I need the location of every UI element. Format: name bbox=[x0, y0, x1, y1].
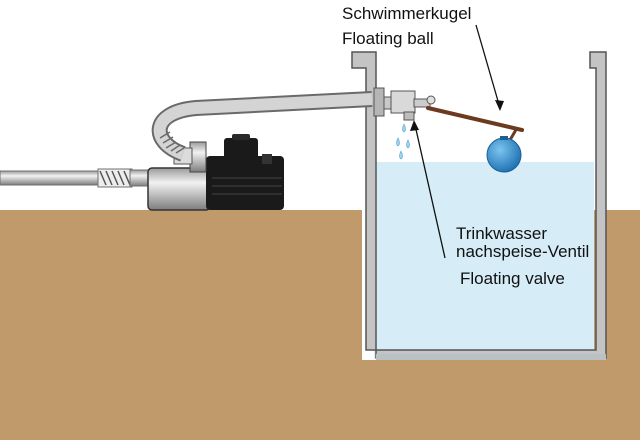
float-ball-label-de: Schwimmerkugel bbox=[342, 4, 471, 23]
valve-label-de-line2: nachspeise-Ventil bbox=[456, 242, 589, 261]
float-ball-icon bbox=[486, 136, 522, 173]
pump-icon bbox=[147, 134, 284, 211]
flex-coupling bbox=[97, 168, 133, 188]
suction-pipe bbox=[0, 170, 101, 186]
water bbox=[374, 162, 594, 358]
valve-icon bbox=[373, 87, 436, 121]
hose-spiral bbox=[159, 131, 185, 154]
valve-leader bbox=[414, 124, 446, 259]
valve-label-de-line1: Trinkwasser bbox=[456, 224, 547, 243]
lever-arm bbox=[426, 106, 524, 132]
valve-label-en: Floating valve bbox=[460, 269, 565, 288]
tank-floor bbox=[376, 354, 606, 360]
water-drop-icon bbox=[396, 123, 410, 160]
float-ball-label-en: Floating ball bbox=[342, 29, 434, 48]
float-ball-leader bbox=[475, 24, 501, 109]
